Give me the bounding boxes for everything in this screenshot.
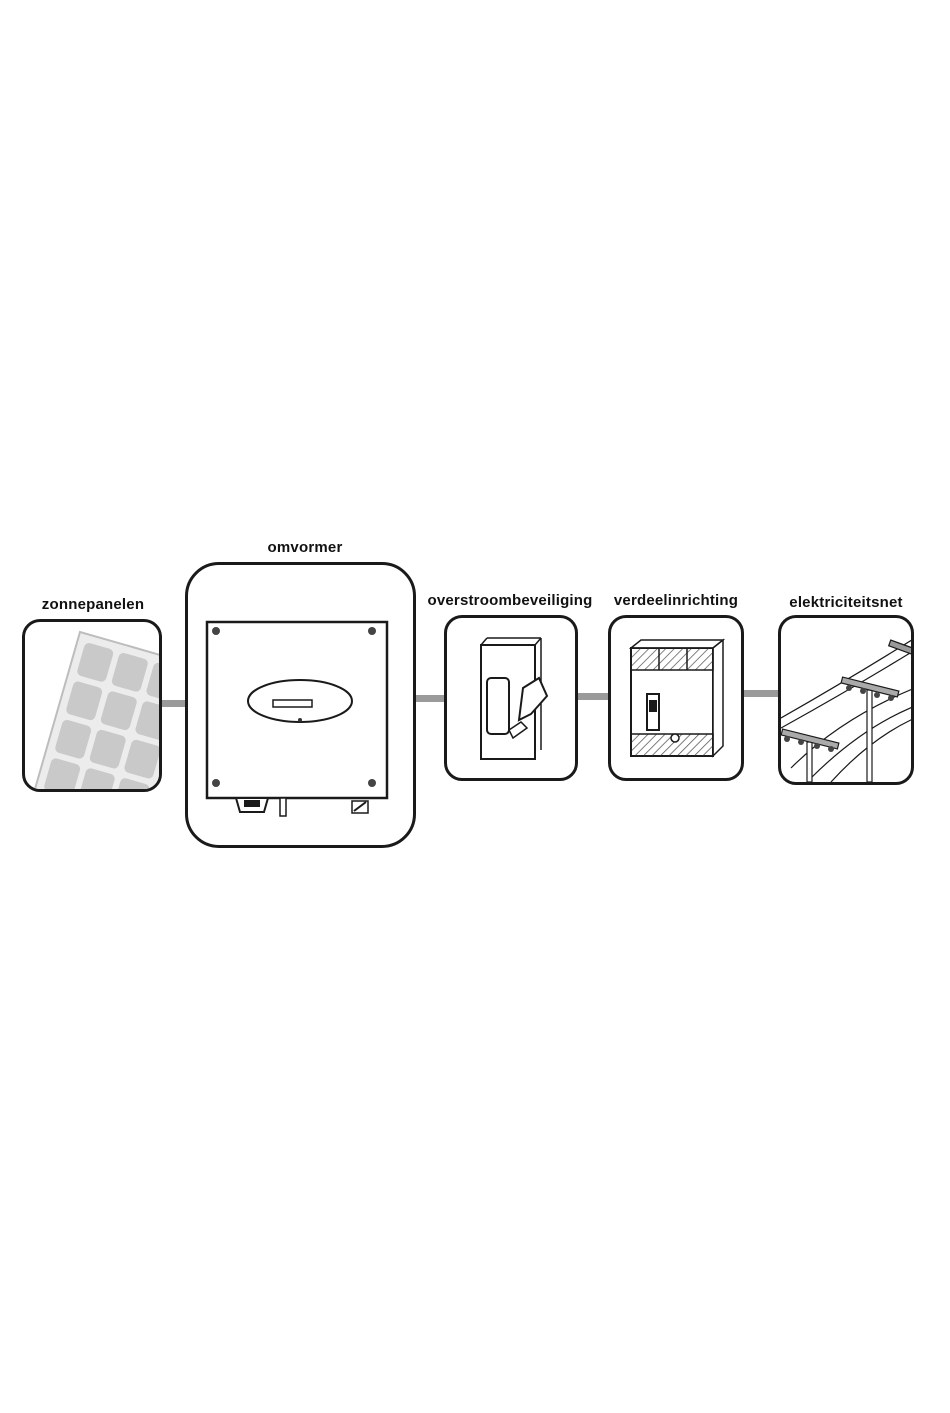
connector-inverter-switch: [413, 695, 446, 702]
connector-solar-inverter: [160, 700, 188, 707]
power-pole-icon: [781, 618, 911, 782]
distribution-board-label: verdeelinrichting: [614, 592, 738, 609]
connector-switch-distribution: [577, 693, 610, 700]
inverter-label: omvormer: [268, 539, 343, 556]
electricity-grid-box: [778, 615, 914, 785]
electricity-grid-label: elektriciteitsnet: [789, 594, 902, 611]
solar-panel-icon: [25, 622, 159, 789]
breaker-icon: [611, 618, 741, 778]
inverter-box: [185, 562, 416, 848]
inverter-icon: [188, 565, 413, 845]
switch-icon: [447, 618, 575, 778]
solar-panels-label: zonnepanelen: [42, 596, 144, 613]
overcurrent-protection-label: overstroombeveiliging: [427, 592, 592, 609]
solar-panels-box: [22, 619, 162, 792]
connector-distribution-grid: [742, 690, 780, 697]
distribution-board-box: [608, 615, 744, 781]
overcurrent-protection-box: [444, 615, 578, 781]
